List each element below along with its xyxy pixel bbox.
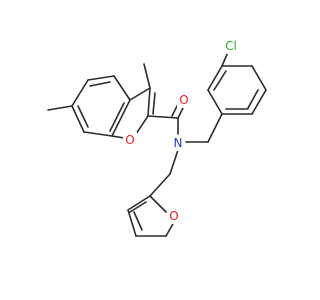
atom-label-benzofuran-o: O <box>123 132 137 148</box>
svg-text:O: O <box>169 209 178 223</box>
svg-text:O: O <box>179 93 188 107</box>
atom-label-n: N <box>171 135 185 151</box>
svg-text:N: N <box>174 136 183 150</box>
methyl-bond-3 <box>143 63 151 89</box>
furan-ring-benzofuran <box>111 87 156 139</box>
atom-label-cl: Cl <box>220 38 242 54</box>
furfuryl-chain <box>149 149 179 197</box>
furan-ring-furfuryl <box>127 195 175 237</box>
svg-text:O: O <box>125 133 134 147</box>
chlorophenyl-ring <box>207 65 267 115</box>
chlorine-bond <box>221 51 229 67</box>
atom-label-carbonyl-o: O <box>177 92 191 108</box>
molecule-canvas: Cl O N O O <box>47 38 267 237</box>
benzyl-chain <box>185 113 223 143</box>
molecule-structure: Cl O N O O <box>47 38 267 237</box>
svg-text:Cl: Cl <box>225 39 237 53</box>
atom-label-furan-o: O <box>167 208 181 224</box>
benzene-ring-benzofuran <box>71 75 131 137</box>
methyl-bond-5 <box>47 105 73 111</box>
